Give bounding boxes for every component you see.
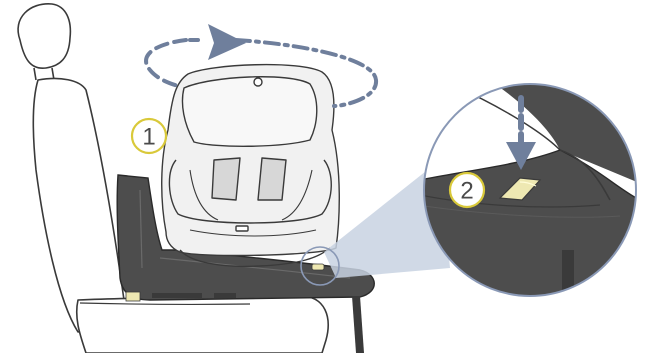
- support-leg-zoom: [562, 250, 574, 296]
- headrest: [17, 3, 72, 69]
- step-1-number: 1: [142, 124, 155, 151]
- step-2-badge: 2: [448, 171, 486, 209]
- harness-strap-left: [211, 157, 241, 201]
- step-1-badge: 1: [130, 117, 168, 155]
- seat-backrest: [32, 77, 131, 333]
- vehicle-seat: [17, 3, 329, 353]
- base-release-button: [311, 263, 325, 271]
- callout-small-ring: [300, 246, 340, 286]
- step-2-number: 2: [460, 178, 473, 205]
- child-seat: [161, 63, 340, 268]
- isofix-latch: [125, 291, 141, 302]
- support-leg: [352, 296, 364, 353]
- zoom-detail: 2: [423, 83, 637, 297]
- rotation-arrow-icon: [144, 24, 378, 108]
- press-down-arrow-icon: [506, 95, 536, 170]
- harness-buckle: [235, 225, 249, 232]
- harness-strap-right: [257, 157, 287, 201]
- callout-beam: [324, 160, 450, 278]
